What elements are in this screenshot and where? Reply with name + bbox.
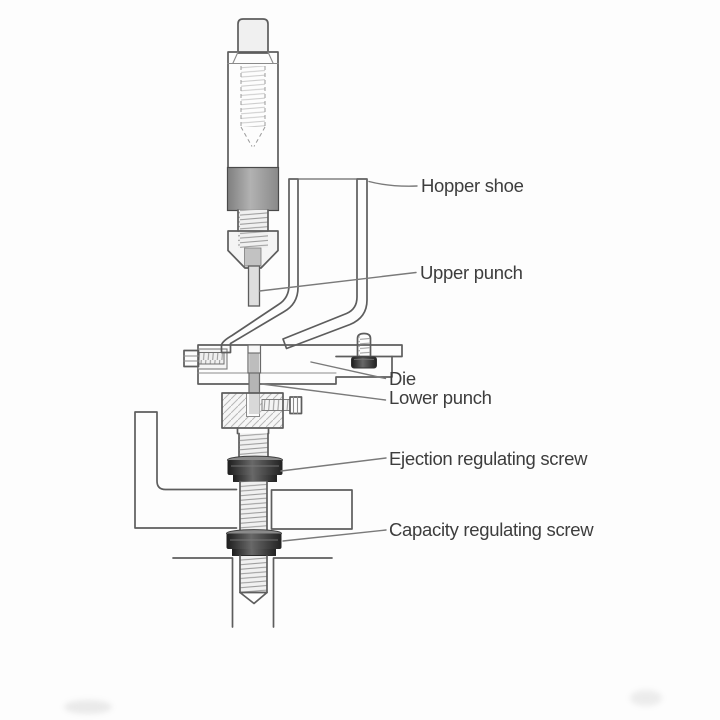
leader-upper-punch [258,271,417,292]
label-ejection-screw: Ejection regulating screw [389,448,588,469]
hopper-shoe-shape [220,178,368,354]
ejection-regulating-screw [227,455,283,482]
leader-lower-punch [261,383,387,401]
label-upper-punch: Upper punch [420,262,523,283]
die-bolt-facets [183,355,200,362]
frame-left-bracket [134,411,238,529]
clamp-screw-head [289,396,303,415]
block-neck [236,427,270,435]
lower-punch-assembly [221,372,303,605]
frame-bottom-left [172,557,234,628]
labels: Hopper shoe Upper punch Die Lower punch … [389,175,595,540]
label-capacity-screw: Capacity regulating screw [389,519,594,540]
punch-holder-outline [227,230,279,269]
machine-frame [134,411,353,628]
clamp-screw-threads [261,399,291,411]
capacity-regulating-screw [226,529,282,556]
punch-shank [244,247,262,267]
collar-band [226,166,280,212]
label-die: Die [389,368,416,389]
frame-right-arm [270,489,353,530]
shaft3-sides [239,555,268,594]
ejection-ring-step [233,475,277,482]
stud-threads [238,210,268,248]
shaft3-threads [240,556,267,593]
leader-lines [258,180,418,542]
thumb-screw-shaft [356,332,372,358]
upper-punch-assembly [226,18,280,307]
ejection-ring-body [227,460,283,475]
leader-die [310,361,387,380]
die-bolt-head [183,349,200,368]
label-lower-punch: Lower punch [389,387,492,408]
shaft2-sides [239,480,268,533]
smudge-bottom-right [630,690,662,706]
die-bolt-threads [197,352,225,365]
lower-block-outline [221,392,284,429]
label-hopper-shoe: Hopper shoe [421,175,524,196]
barrel-internal-threads [241,66,265,127]
smudge-bottom-left [64,700,112,714]
hidden-screw-outline [240,66,266,147]
screw-tip [239,591,268,605]
leader-hopper-shoe [368,180,418,187]
shaft2-threads [240,481,267,532]
die-table-body [197,344,403,385]
drive-screw-threads [237,18,269,54]
hopper-shoe-left-wall [220,178,299,354]
upper-punch-rod [247,265,261,307]
thumb-screw-threads [358,336,370,357]
die-table [183,332,403,385]
shaft1-threads [239,433,268,458]
hopper-shoe-right-wall [282,178,368,350]
lower-punch-rod-end [249,393,260,414]
thumb-screw-head [351,356,377,369]
leader-capacity-screw [282,529,387,542]
capacity-ring-body [226,533,282,549]
drive-screw-body [238,19,268,53]
punch-tip-in-die [249,353,260,373]
shaft1-sides [238,432,269,458]
capacity-ring-step [232,549,276,556]
barrel-shoulder-lines [227,51,279,65]
clamp-screw-facets [292,396,299,415]
scan-smudges [64,690,662,714]
frame-bottom-right [272,557,333,628]
leader-ejection-screw [280,457,387,472]
stud-sides [237,209,269,232]
